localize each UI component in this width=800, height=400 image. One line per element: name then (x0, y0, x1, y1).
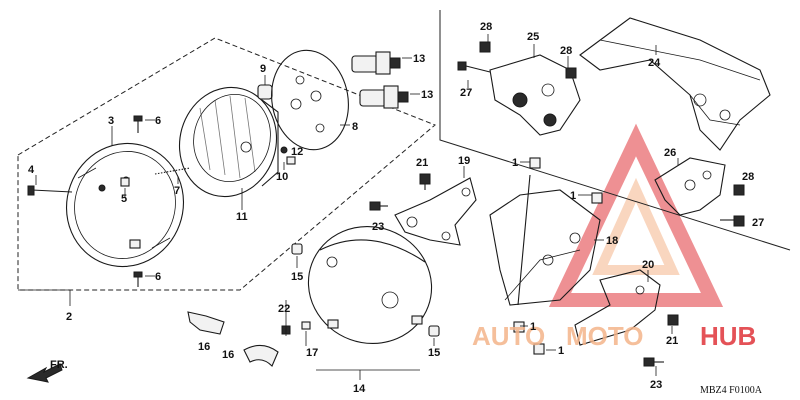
callout-10: 10 (276, 171, 288, 183)
rubber-cover (271, 49, 349, 151)
collar-1-a (529, 157, 541, 169)
bracket-19 (394, 177, 477, 246)
bulb-upper (351, 51, 401, 75)
callout-16-lower: 16 (222, 349, 234, 361)
grommet-15-left (291, 243, 303, 255)
screw-12 (280, 146, 288, 154)
bolt-28-b (565, 67, 577, 79)
callout-15-left: 15 (291, 271, 303, 283)
bulb-lower (359, 85, 409, 109)
watermark-logo (548, 123, 724, 307)
callout-1-c: 1 (530, 321, 536, 333)
bolt-23-lower (643, 357, 664, 367)
callout-11: 11 (236, 211, 248, 223)
clip-16-upper (187, 311, 225, 335)
grommet-15-right (428, 325, 440, 337)
callout-19: 19 (458, 155, 470, 167)
callout-25: 25 (527, 31, 539, 43)
callout-5: 5 (121, 193, 127, 205)
callout-13-upper: 13 (413, 53, 425, 65)
callout-4: 4 (28, 164, 35, 176)
callout-24: 24 (648, 57, 661, 69)
bolt-21-top (419, 173, 431, 190)
callout-13-lower: 13 (421, 89, 433, 101)
callout-1-a: 1 (512, 157, 518, 169)
callout-labels: 3 4 5 6 6 7 11 9 12 10 8 13 13 2 15 22 1… (28, 21, 764, 395)
callout-8: 8 (352, 121, 358, 133)
bolt-27-a (457, 61, 491, 73)
front-direction-label: FR. (50, 359, 68, 371)
nut-10 (286, 156, 296, 165)
callout-1-b: 1 (570, 190, 576, 202)
callout-7: 7 (174, 185, 180, 197)
callout-16-upper: 16 (198, 341, 210, 353)
bolt-28-a (479, 41, 491, 53)
callout-12: 12 (291, 146, 303, 158)
screw-6-bottom (133, 271, 143, 287)
callout-14: 14 (353, 383, 366, 395)
callout-23-lower: 23 (650, 379, 662, 391)
callout-22: 22 (278, 303, 290, 315)
callout-26: 26 (664, 147, 676, 159)
front-direction-arrow: FR. (26, 359, 68, 383)
callout-21-lower: 21 (666, 335, 678, 347)
callout-27-b: 27 (752, 217, 764, 229)
collar-1-d (533, 343, 545, 355)
callout-18: 18 (606, 235, 618, 247)
nut-5 (120, 177, 130, 187)
callout-1-d: 1 (558, 345, 564, 357)
callout-20: 20 (642, 259, 654, 271)
headlight-unit (178, 86, 279, 198)
callout-6-bottom: 6 (155, 271, 161, 283)
bolt-27-b (720, 215, 745, 227)
bracket-20 (574, 269, 661, 346)
bolt-23-mid (369, 201, 388, 211)
clip-16-lower (243, 344, 279, 367)
frame-stay-24 (579, 17, 771, 151)
callout-17: 17 (306, 347, 318, 359)
bolt-21-lower (667, 314, 679, 326)
bracket-18 (489, 174, 601, 306)
headlight-group-outline (17, 37, 436, 291)
callout-2: 2 (66, 311, 72, 323)
callout-9: 9 (260, 63, 266, 75)
headlight-rim (65, 142, 185, 268)
stay-25 (489, 54, 581, 136)
collar-1-b (591, 192, 603, 204)
callout-28-c: 28 (742, 171, 754, 183)
watermark-text-moto: MOTO (566, 321, 644, 351)
callout-27-a: 27 (460, 87, 472, 99)
leader-lines (18, 34, 679, 380)
collar-1-c (513, 321, 525, 333)
callout-21-top: 21 (416, 157, 428, 169)
bracket-26 (654, 157, 726, 216)
watermark-text-hub: HUB (700, 321, 756, 351)
diagram-code: MBZ4 F0100A (700, 385, 763, 396)
bracket-group-outline (439, 10, 791, 251)
screw-4 (27, 185, 73, 196)
callout-23-mid: 23 (372, 221, 384, 233)
screw-17 (301, 321, 311, 330)
callout-6-top: 6 (155, 115, 161, 127)
callout-15-right: 15 (428, 347, 440, 359)
bolt-28-c (733, 184, 745, 196)
callout-3: 3 (108, 115, 114, 127)
watermark-text: AUTO MOTO HUB (472, 321, 756, 351)
headlight-case (307, 225, 433, 345)
screw-6-top (133, 115, 143, 133)
callout-28-b: 28 (560, 45, 572, 57)
callout-28-a: 28 (480, 21, 492, 33)
grommet-9 (257, 84, 273, 100)
watermark-text-auto: AUTO (472, 321, 545, 351)
